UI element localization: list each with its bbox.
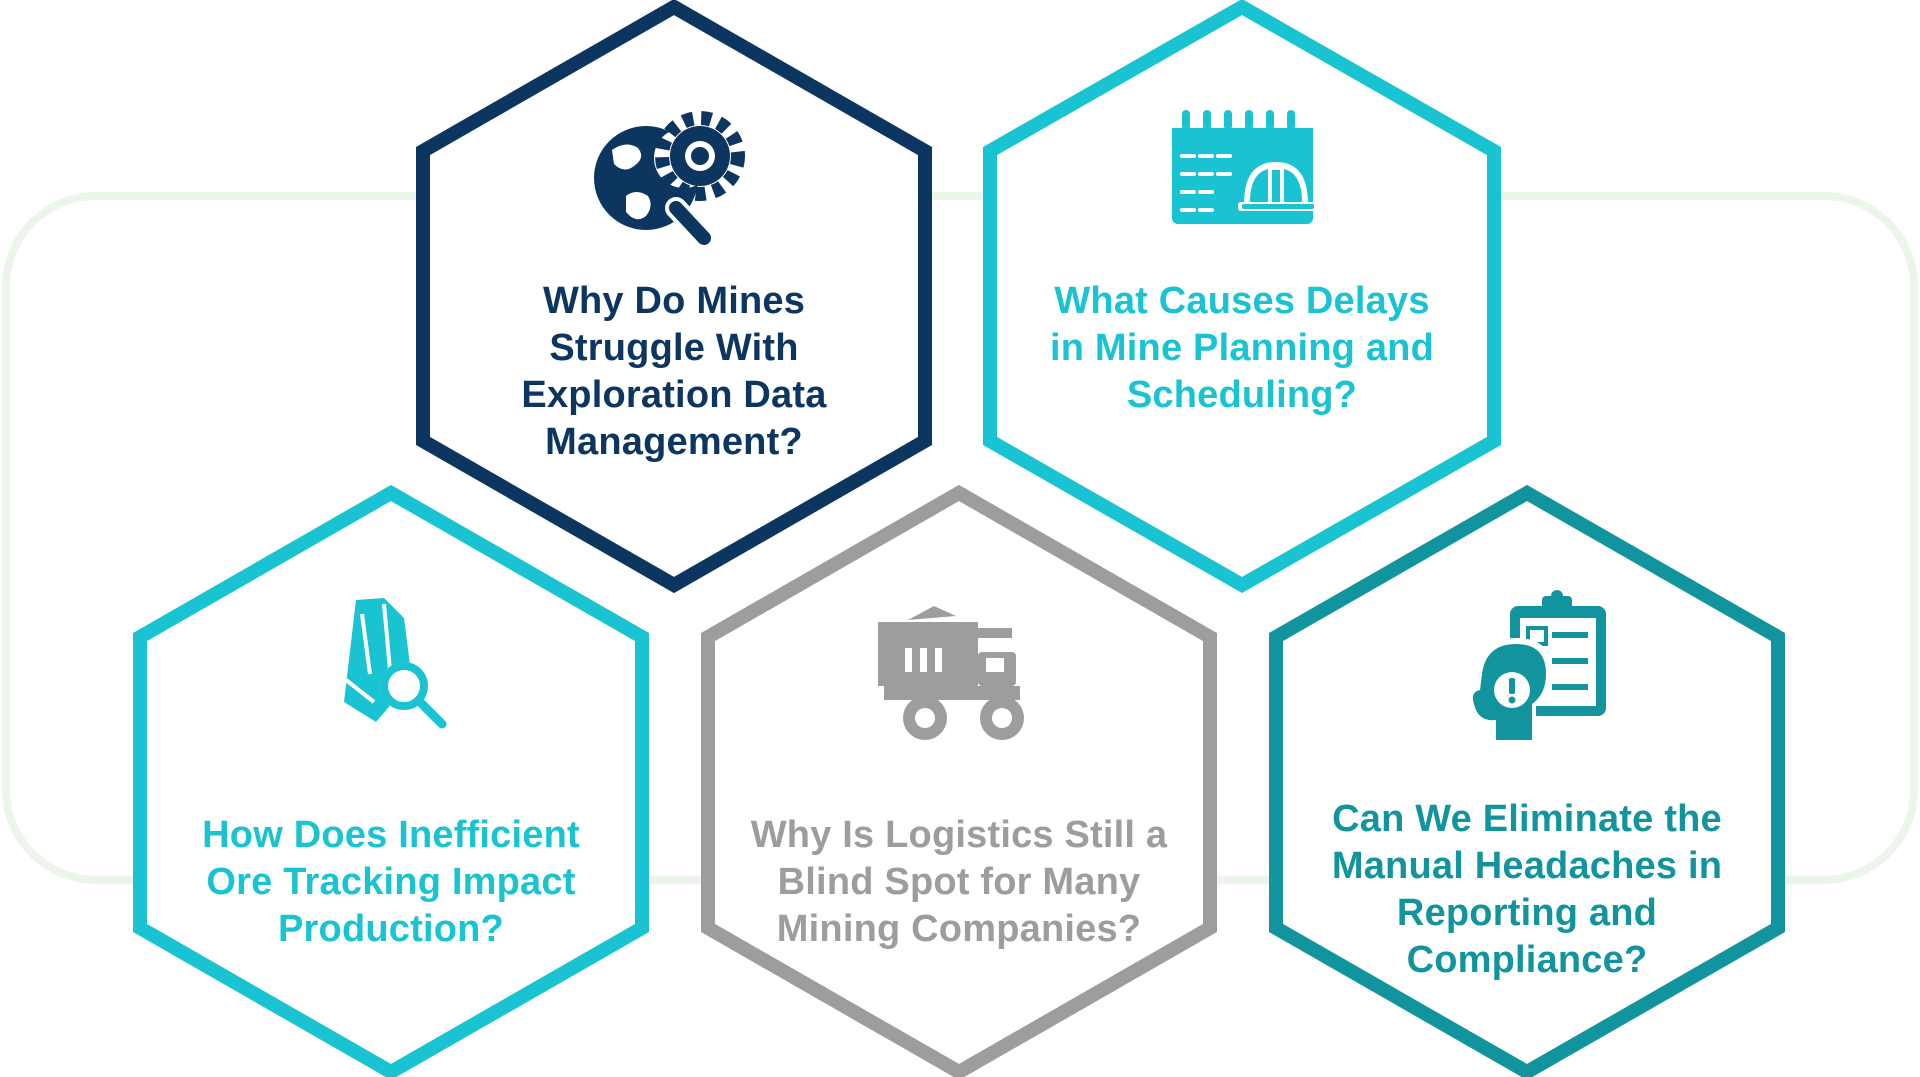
card-title-line: Reporting and xyxy=(1396,892,1658,934)
card-title-reporting-compliance: Can We Eliminate the Manual Headaches in… xyxy=(1302,796,1752,984)
card-title-exploration-data: Why Do Mines Struggle With Exploration D… xyxy=(449,278,899,466)
card-title-ore-tracking: How Does Inefficient Ore Tracking Impact… xyxy=(166,812,616,953)
mining-truck-icon xyxy=(878,606,1024,740)
card-title-line: What Causes Delays xyxy=(1054,280,1430,322)
card-title-line: Manual Headaches in xyxy=(1331,845,1723,887)
card-title-line: Management? xyxy=(545,421,803,463)
hexagon-mine-planning xyxy=(983,0,1501,594)
card-title-line: Scheduling? xyxy=(1126,374,1358,416)
clipboard-alert-head-icon xyxy=(1466,590,1606,744)
card-title-line: Why Is Logistics Still a xyxy=(750,814,1168,856)
card-title-line: Exploration Data xyxy=(521,374,827,416)
card-title-line: Why Do Mines xyxy=(542,280,806,322)
card-title-line: Can We Eliminate the xyxy=(1332,798,1722,840)
card-title-logistics: Why Is Logistics Still a Blind Spot for … xyxy=(734,812,1184,953)
card-title-line: Struggle With xyxy=(549,327,799,369)
card-title-line: Blind Spot for Many xyxy=(777,861,1141,903)
globe-gear-magnifier-icon xyxy=(594,111,745,249)
card-title-line: in Mine Planning and xyxy=(1050,327,1434,369)
card-title-line: Compliance? xyxy=(1406,939,1648,981)
hexagon-reporting-compliance xyxy=(1269,484,1785,1077)
card-title-mine-planning: What Causes Delays in Mine Planning and … xyxy=(1017,278,1467,419)
calendar-hardhat-icon xyxy=(1172,110,1318,224)
card-title-line: Mining Companies? xyxy=(776,908,1142,950)
ore-magnifier-icon xyxy=(344,598,447,729)
hexagon-logistics xyxy=(701,484,1217,1077)
hexagon-exploration-data xyxy=(416,0,932,594)
card-title-line: How Does Inefficient xyxy=(202,814,580,856)
card-title-line: Ore Tracking Impact xyxy=(206,861,576,903)
hexagon-ore-tracking xyxy=(133,484,649,1077)
card-title-line: Production? xyxy=(278,908,504,950)
